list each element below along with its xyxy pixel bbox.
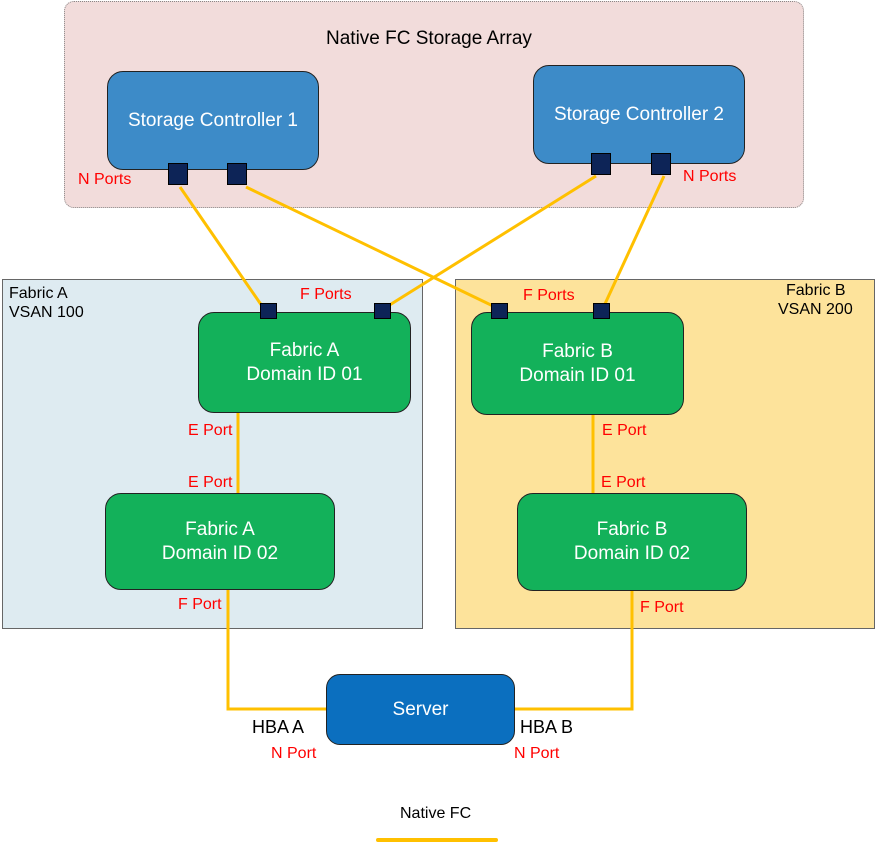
fabric-b-f-port-bottom: F Port xyxy=(640,599,684,616)
hba-b-n-port-label: N Port xyxy=(514,745,560,762)
storage-controller-1-label: Storage Controller 1 xyxy=(127,109,299,131)
fabric-a-e-port-upper: E Port xyxy=(188,422,233,439)
fabric-b-f-port-1 xyxy=(491,303,508,319)
fabric-b-switch-domain-01[interactable]: Fabric B Domain ID 01 xyxy=(471,312,684,415)
n-ports-label-left: N Ports xyxy=(78,171,132,188)
server-label: Server xyxy=(392,698,449,720)
fabric-a-f-port-2 xyxy=(374,303,391,319)
fabric-b-e-port-upper: E Port xyxy=(602,422,647,439)
fabric-a-switch-1-line1: Fabric A xyxy=(269,339,340,361)
storage-controller-2-label: Storage Controller 2 xyxy=(553,103,725,125)
fabric-a-f-port-1 xyxy=(260,303,277,319)
server[interactable]: Server xyxy=(326,674,515,745)
fabric-b-switch-2-line2: Domain ID 02 xyxy=(573,543,691,564)
fabric-b-f-ports-label: F Ports xyxy=(523,287,575,304)
fabric-b-switch-2-line1: Fabric B xyxy=(596,519,668,540)
fabric-a-switch-2-line1: Fabric A xyxy=(185,518,255,540)
fabric-b-f-port-2 xyxy=(593,303,610,319)
hba-a-n-port-label: N Port xyxy=(271,745,317,762)
storage-array-title: Native FC Storage Array xyxy=(326,28,532,49)
controller-1-n-port-1 xyxy=(168,163,188,185)
fabric-a-switch-domain-02[interactable]: Fabric A Domain ID 02 xyxy=(105,493,335,590)
fabric-a-switch-domain-01[interactable]: Fabric A Domain ID 01 xyxy=(198,312,411,413)
fabric-a-f-ports-label: F Ports xyxy=(300,286,352,303)
fabric-a-vsan-label: VSAN 100 xyxy=(9,304,84,321)
hba-b-label: HBA B xyxy=(520,717,574,737)
legend-label: Native FC xyxy=(400,805,472,822)
storage-controller-1[interactable]: Storage Controller 1 xyxy=(107,71,319,170)
fabric-a-f-port-bottom: F Port xyxy=(178,596,222,613)
fabric-b-switch-domain-02[interactable]: Fabric B Domain ID 02 xyxy=(517,493,747,591)
fabric-a-switch-2-line2: Domain ID 02 xyxy=(161,542,279,564)
fabric-b-switch-1-line2: Domain ID 01 xyxy=(519,364,636,386)
fabric-a-switch-1-line2: Domain ID 01 xyxy=(246,363,363,385)
fabric-b-zone-label: Fabric B xyxy=(786,282,846,299)
n-ports-label-right: N Ports xyxy=(683,168,737,185)
fabric-b-e-port-lower: E Port xyxy=(601,474,646,491)
controller-2-n-port-1 xyxy=(591,153,611,175)
fabric-a-zone-label: Fabric A xyxy=(9,285,68,302)
fabric-b-switch-1-line1: Fabric B xyxy=(542,340,613,362)
controller-1-n-port-2 xyxy=(227,163,247,185)
hba-a-label: HBA A xyxy=(252,717,305,737)
fabric-a-e-port-lower: E Port xyxy=(188,474,233,491)
fabric-b-vsan-label: VSAN 200 xyxy=(778,301,853,318)
storage-controller-2[interactable]: Storage Controller 2 xyxy=(533,65,745,164)
controller-2-n-port-2 xyxy=(651,153,671,175)
